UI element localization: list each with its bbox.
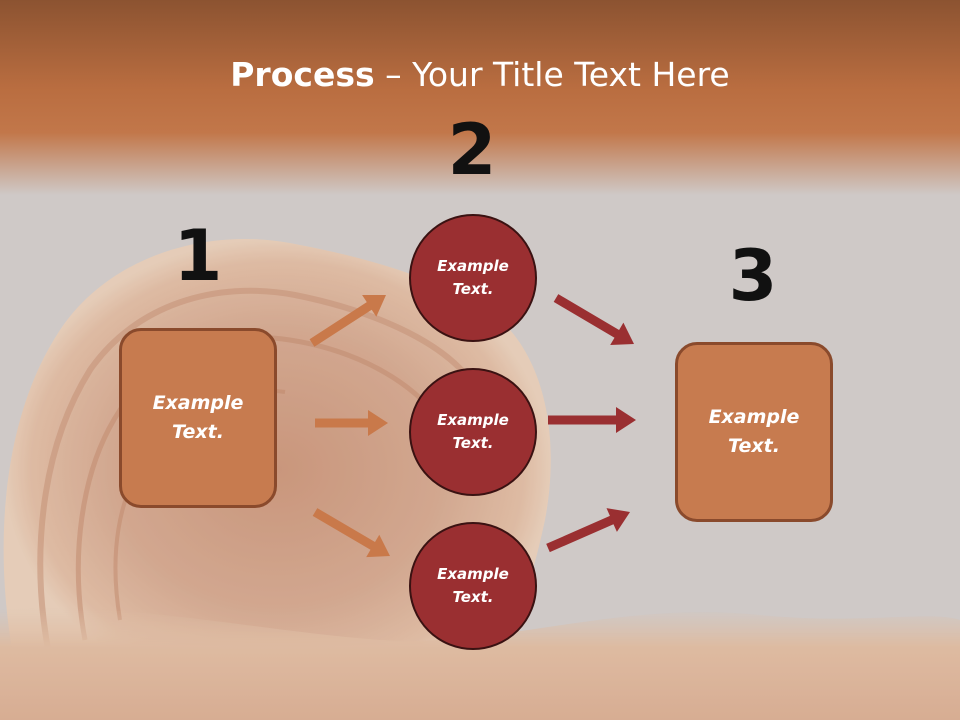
arrow-node-3-to-3 (546, 508, 630, 553)
step-number-2: 2 (447, 109, 497, 191)
header-band (0, 0, 960, 195)
step-1-box: Example Text. (119, 328, 277, 508)
arrow-1-to-node-2 (315, 410, 388, 436)
step-2-node-3-text: Example Text. (437, 565, 509, 606)
step-number-3: 3 (728, 235, 778, 317)
arrow-1-to-node-3 (312, 508, 390, 558)
step-number-1: 1 (173, 215, 223, 297)
step-3-text: Example Text. (708, 406, 800, 457)
step-2-node-3: Example Text. (409, 522, 537, 650)
step-3-box: Example Text. (675, 342, 833, 522)
title-rest: Your Title Text Here (412, 55, 730, 94)
arrow-node-1-to-3 (553, 294, 634, 345)
step-2-node-1-text: Example Text. (437, 257, 509, 298)
arrow-1-to-node-1 (309, 295, 386, 347)
step-2-node-2: Example Text. (409, 368, 537, 496)
title-bold: Process (230, 55, 375, 94)
step-2-node-2-text: Example Text. (437, 411, 509, 452)
step-1-text: Example Text. (152, 392, 244, 443)
slide-title: Process – Your Title Text Here (0, 52, 960, 98)
arrow-node-2-to-3 (548, 407, 636, 433)
step-2-node-1: Example Text. (409, 214, 537, 342)
title-dash: – (374, 55, 413, 94)
